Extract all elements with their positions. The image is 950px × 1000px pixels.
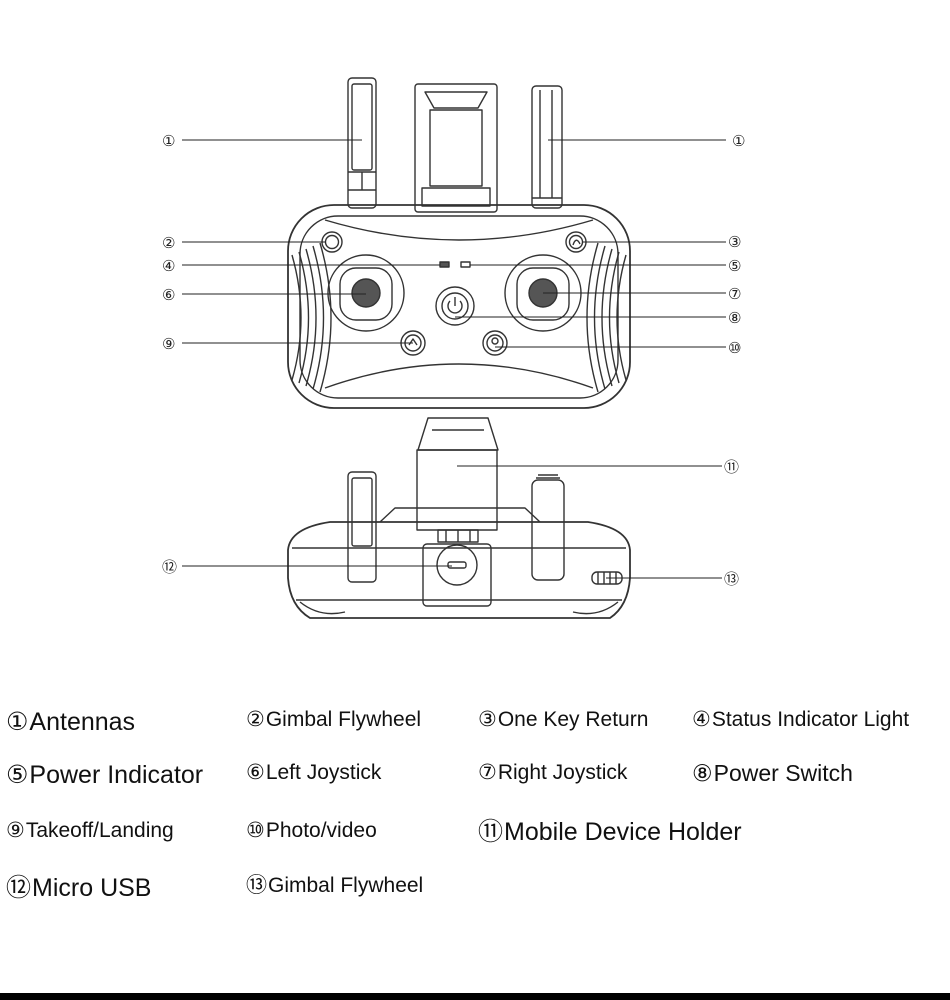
status-indicator-light — [439, 261, 450, 268]
phone-holder-top — [414, 83, 498, 213]
callout-10: ⑩ — [728, 339, 741, 357]
legend-item-13: ⑬Gimbal Flywheel — [246, 873, 424, 897]
right-antenna-top — [531, 85, 563, 209]
callout-numbers: ① ① ② ③ ④ ⑤ ⑥ ⑦ ⑧ ⑨ ⑩ ⑪ ⑫ ⑬ — [162, 132, 745, 588]
legend-item-12: ⑫Micro USB — [6, 873, 152, 902]
power-switch[interactable] — [435, 286, 475, 326]
phone-holder-front — [416, 417, 499, 543]
callout-lines — [182, 139, 726, 579]
callout-6: ⑥ — [162, 286, 175, 304]
power-indicator-light — [460, 261, 471, 268]
callout-8: ⑧ — [728, 309, 741, 327]
left-antenna-top — [347, 77, 377, 209]
callout-2: ② — [162, 234, 175, 252]
callout-11: ⑪ — [724, 458, 739, 476]
callout-13: ⑬ — [724, 570, 739, 588]
legend-item-11: ⑪Mobile Device Holder — [478, 817, 742, 846]
micro-usb-port[interactable] — [422, 543, 492, 607]
left-antenna-front — [347, 471, 377, 583]
callout-9: ⑨ — [162, 335, 175, 353]
legend-item-10: ⑩Photo/video — [246, 818, 377, 842]
legend-item-5: ⑤Power Indicator — [6, 760, 204, 789]
legend: ①Antennas ②Gimbal Flywheel ③One Key Retu… — [0, 695, 950, 925]
callout-7: ⑦ — [728, 285, 741, 303]
legend-item-3: ③One Key Return — [478, 707, 649, 731]
legend-item-2: ②Gimbal Flywheel — [246, 707, 422, 731]
bottom-bar — [0, 993, 950, 1000]
legend-item-4: ④Status Indicator Light — [692, 707, 910, 731]
callout-1-right: ① — [732, 132, 745, 150]
remote-controller-diagram: ① ① ② ③ ④ ⑤ ⑥ ⑦ ⑧ ⑨ ⑩ ⑪ ⑫ ⑬ — [162, 77, 745, 619]
callout-4: ④ — [162, 257, 175, 275]
callout-1-left: ① — [162, 132, 175, 150]
right-antenna-front — [531, 474, 565, 581]
callout-3: ③ — [728, 233, 741, 251]
legend-item-6: ⑥Left Joystick — [246, 760, 382, 784]
callout-12: ⑫ — [162, 558, 177, 576]
callout-5: ⑤ — [728, 257, 741, 275]
legend-item-7: ⑦Right Joystick — [478, 760, 628, 784]
controller-body-top — [287, 204, 631, 409]
controller-body-front — [287, 507, 631, 619]
left-joystick[interactable] — [327, 254, 405, 332]
legend-item-9: ⑨Takeoff/Landing — [6, 818, 174, 842]
legend-item-8: ⑧Power Switch — [692, 760, 853, 787]
photo-video-button[interactable] — [482, 330, 508, 356]
legend-item-1: ①Antennas — [6, 707, 136, 736]
